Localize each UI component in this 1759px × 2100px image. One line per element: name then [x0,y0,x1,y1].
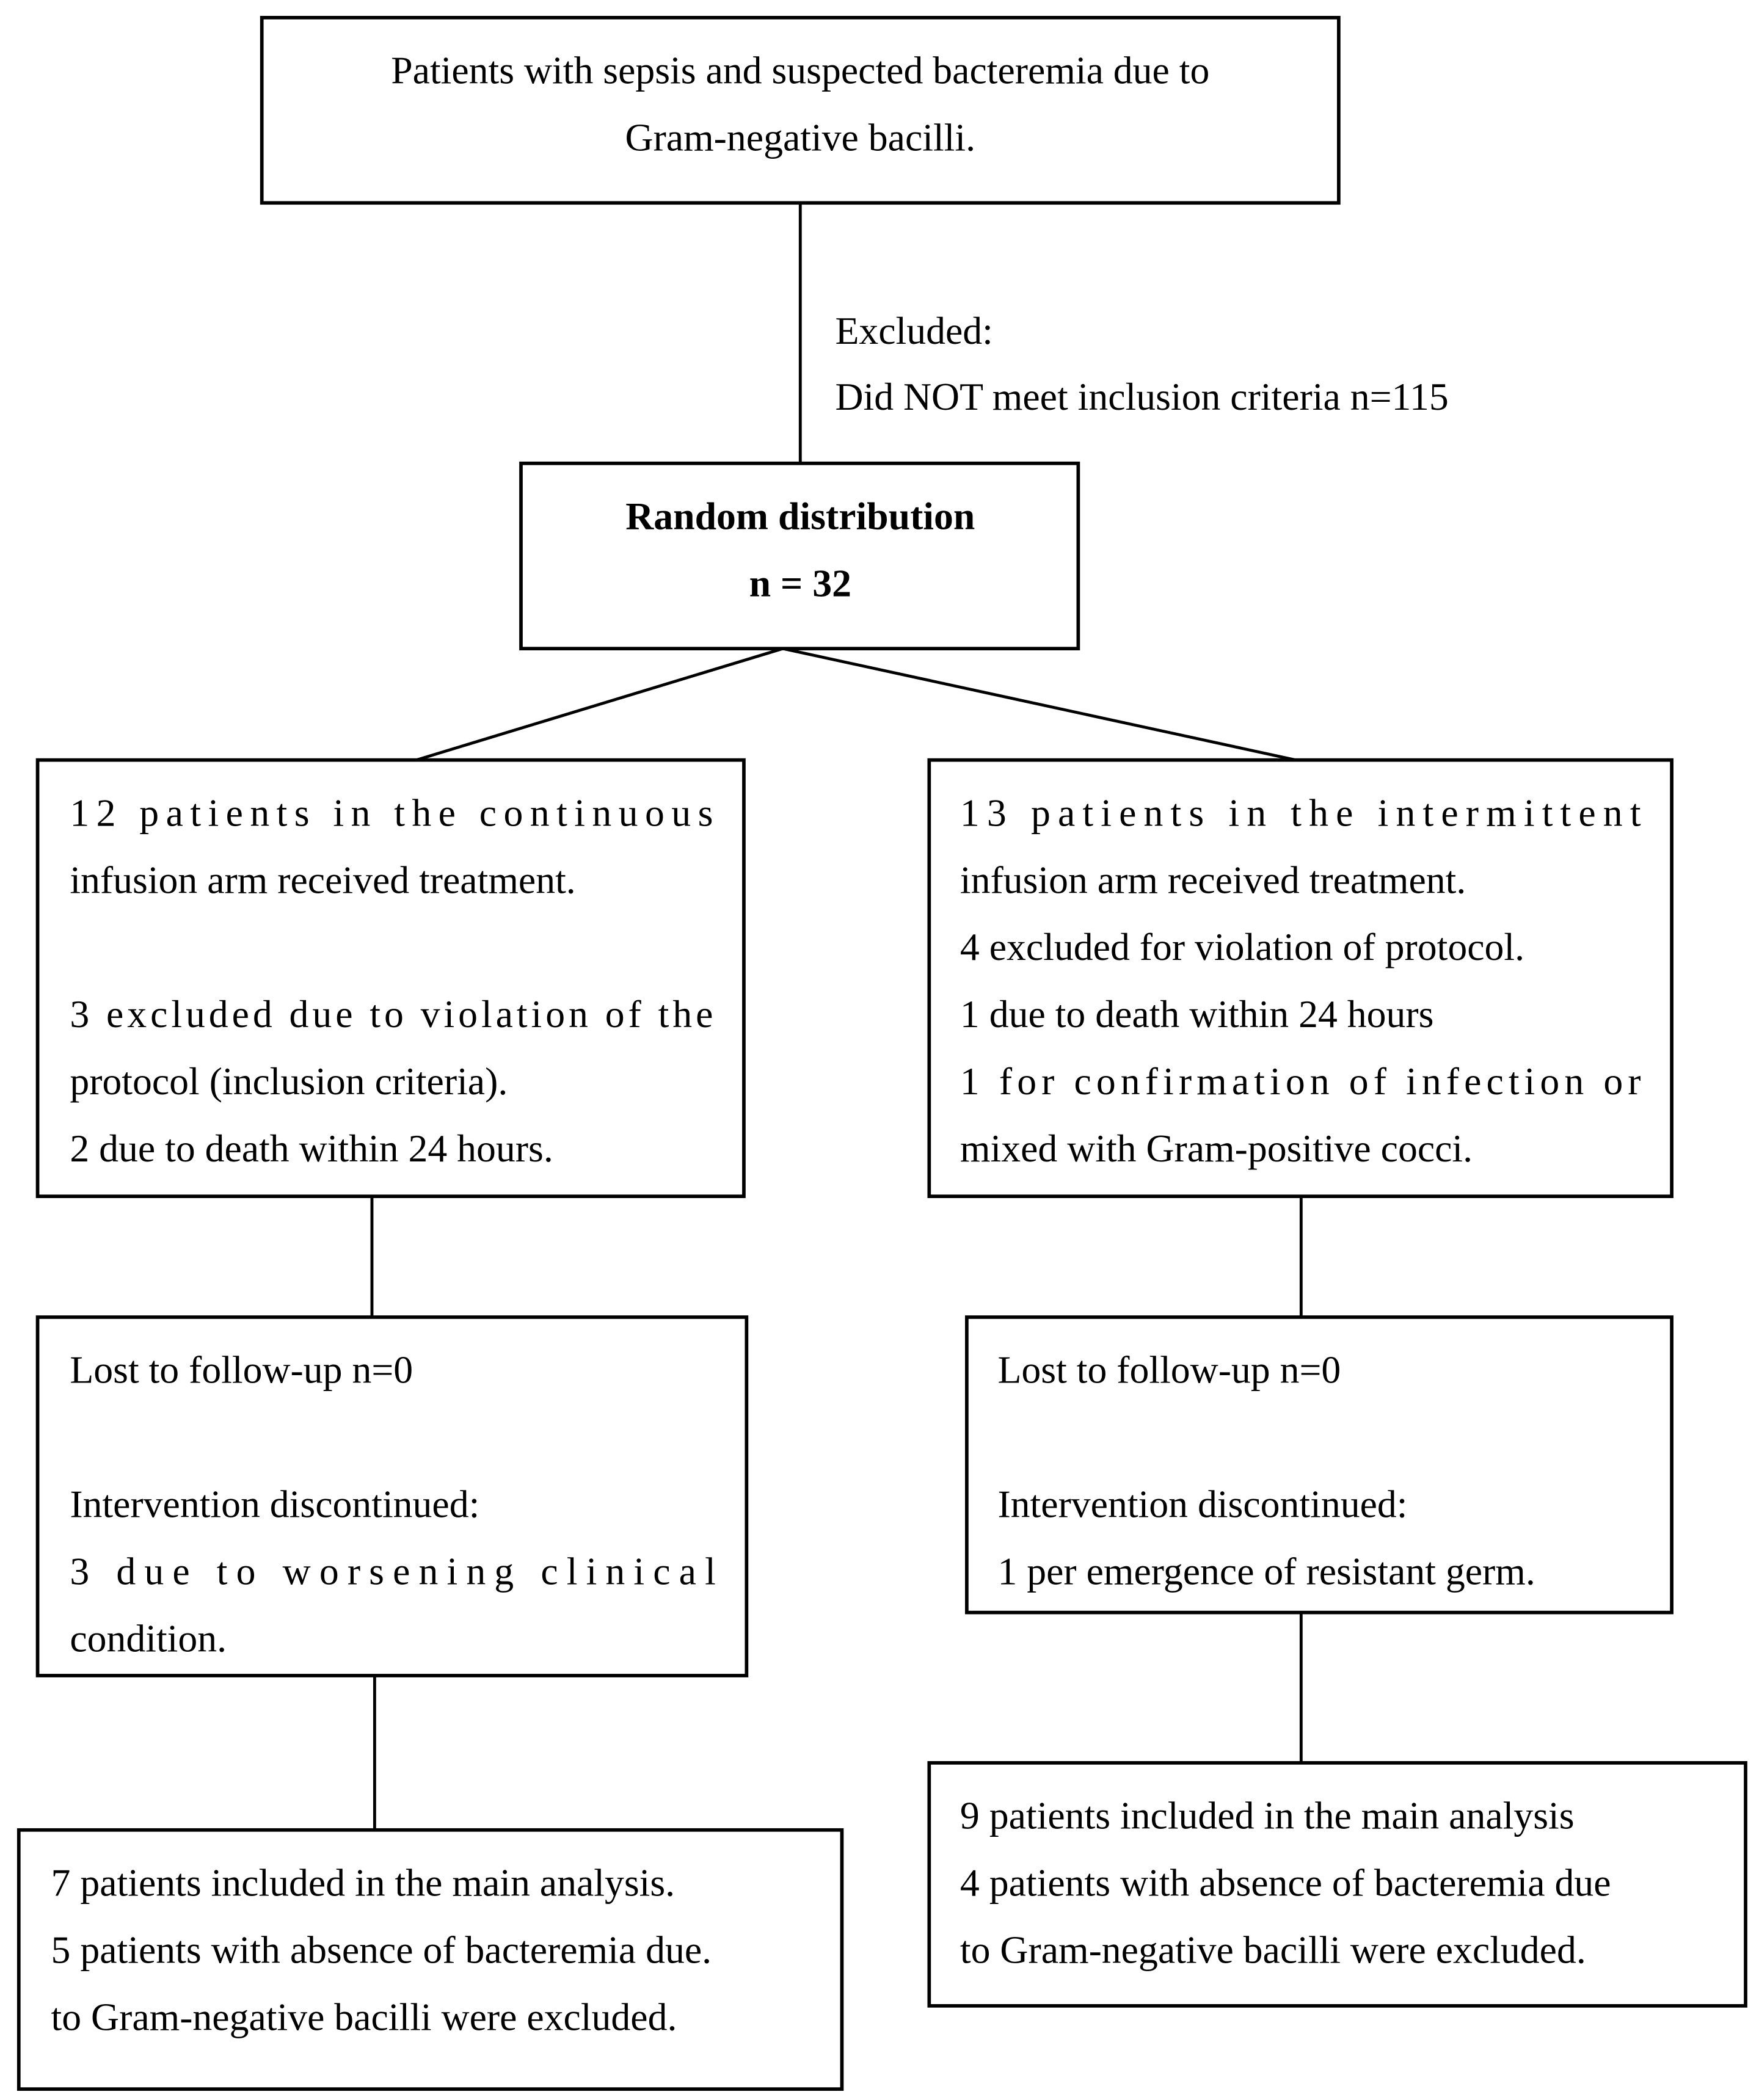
box-text-line: 7 patients included in the main analysis… [51,1861,676,1905]
box-text-line: to Gram-negative bacilli were excluded. [51,1995,677,2038]
random-count: n = 32 [749,561,851,605]
random-distribution-box: Random distribution n = 32 [519,461,1080,651]
box-text-line: 5 patients with absence of bacteremia du… [51,1928,712,1971]
excluded-count: Did NOT meet inclusion criteria n=115 [835,375,1448,418]
box-text-line: Gram-negative bacilli. [625,116,976,159]
box-text-line: Lost to follow-up n=0 [997,1348,1341,1392]
box-text-line: 3 due to worsening clinical [70,1549,715,1593]
box-text-line: 3 excluded due to violation of the [70,992,713,1036]
box-text-line: 1 due to death within 24 hours [960,992,1434,1036]
eligible-patients-box: Patients with sepsis and suspected bacte… [260,16,1341,205]
box-text-line: mixed with Gram-positive cocci. [960,1127,1473,1170]
box-text-line: Patients with sepsis and suspected bacte… [391,49,1209,92]
box-text-line: condition. [70,1616,227,1660]
box-text-line: protocol (inclusion criteria). [70,1059,508,1103]
box-text-line: Intervention discontinued: [70,1483,479,1526]
continuous-followup-box: Lost to follow-up n=0 Intervention disco… [35,1315,749,1677]
box-text-line: infusion arm received treatment. [960,858,1466,901]
box-text-line: 4 patients with absence of bacteremia du… [960,1861,1611,1905]
box-text-line: Intervention discontinued: [997,1483,1407,1526]
excluded-label: Excluded: [835,309,992,352]
intermittent-analysis-box: 9 patients included in the main analysis… [927,1761,1747,2008]
excluded-note: Excluded: Did NOT meet inclusion criteri… [835,309,1448,418]
box-text-line: 13 patients in the intermittent [960,791,1641,834]
box-text-line: to Gram-negative bacilli were excluded. [960,1928,1586,1971]
box-text-line: infusion arm received treatment. [70,858,575,901]
intermittent-arm-box: 13 patients in the intermittent infusion… [927,758,1673,1198]
random-title: Random distribution [625,494,975,537]
box-text-line: Lost to follow-up n=0 [70,1348,413,1392]
box-text-line: 4 excluded for violation of protocol. [960,925,1524,968]
box-text-line: 1 per emergence of resistant germ. [997,1549,1535,1593]
box-text-line: 9 patients included in the main analysis [960,1794,1575,1837]
connector-random-to-intermittent [782,647,1297,761]
continuous-analysis-box: 7 patients included in the main analysis… [16,1828,844,2091]
continuous-arm-box: 12 patients in the continuous infusion a… [35,758,746,1198]
connector-random-to-continuous [415,647,784,761]
box-text-line: 1 for confirmation of infection or [960,1059,1641,1103]
box-text-line: 2 due to death within 24 hours. [70,1127,553,1170]
intermittent-followup-box: Lost to follow-up n=0 Intervention disco… [965,1315,1673,1615]
